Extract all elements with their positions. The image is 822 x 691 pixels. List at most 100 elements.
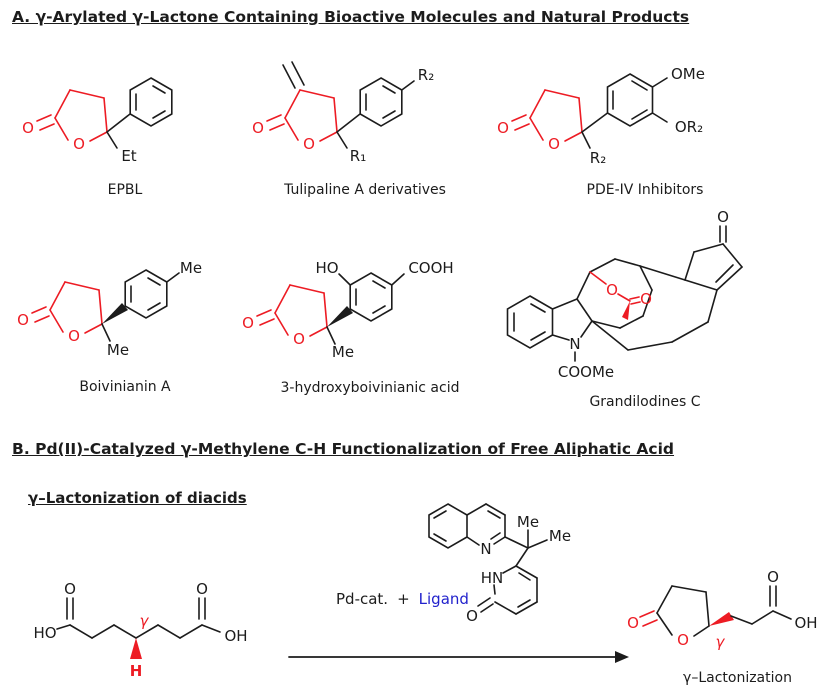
cyclopentenone-ring: O <box>684 208 743 291</box>
ligand-label: Ligand <box>418 590 469 608</box>
molecule-grandilodines: N COOMe O <box>480 202 810 410</box>
gamma-label: γ <box>140 612 150 630</box>
molecule-caption: EPBL <box>107 182 143 198</box>
atom-label-carbonyl-o: O <box>242 314 254 332</box>
atom-label-oh: OH <box>794 614 817 632</box>
substituents: R₂ OMe OR₂ <box>581 65 705 167</box>
pdeiv-structure: O O R₂ OMe OR₂ <box>497 65 705 167</box>
section-a-heading: A. γ-Arylated γ-Lactone Containing Bioac… <box>12 8 690 26</box>
molecule-boivinianin: O O Me Me Boivinianin A <box>10 240 240 395</box>
tulipaline-structure: O O R₁ R₂ <box>252 61 434 165</box>
atom-label-ring-o: O <box>73 135 85 153</box>
molecule-pdeiv: O O R₂ OMe OR₂ PDE-IV Inhibitors <box>490 48 800 198</box>
atom-label-ho: HO <box>33 624 56 642</box>
lactone-ring: O O <box>252 89 338 153</box>
substituent-label-coome: COOMe <box>558 363 614 381</box>
substituent-label-me: Me <box>332 343 354 361</box>
atom-label-carbonyl-o: O <box>252 119 264 137</box>
molecule-tulipaline: O O R₁ R₂ Tulipaline A derivatives <box>245 48 485 198</box>
diacid-structure: HO O γ H O OH <box>33 580 247 680</box>
red-wedge-bond <box>709 612 734 626</box>
product-structure: O O γ O OH <box>627 568 818 651</box>
atom-label-o-right: O <box>196 580 208 598</box>
atom-label-pyridone-o: O <box>466 607 478 625</box>
atom-label-carbonyl-o: O <box>497 119 509 137</box>
product-caption: γ–Lactonization <box>683 670 792 686</box>
substituent-label-or2: OR₂ <box>675 118 703 136</box>
molecule-caption: Boivinianin A <box>79 379 171 395</box>
red-wedge-bond <box>622 301 630 320</box>
atom-label-ring-o: O <box>68 327 80 345</box>
atom-label-ring-o: O <box>293 330 305 348</box>
atom-label-carbonyl-o: O <box>17 311 29 329</box>
substituent-label-ome: OMe <box>671 65 705 83</box>
substituents: HO COOH Me <box>315 259 453 361</box>
atom-label-o-left: O <box>64 580 76 598</box>
atom-label-quinoline-n: N <box>480 540 491 558</box>
methylene-group <box>282 61 305 89</box>
ligand-structure-container: N Me Me HN O <box>400 478 610 638</box>
grandilodines-structure: N COOMe O <box>506 208 743 381</box>
pyridone-ring: HN O <box>466 565 538 625</box>
substituents: Et <box>106 77 173 165</box>
acid-side-chain: O OH <box>730 568 818 632</box>
atom-label-ring-o: O <box>548 135 560 153</box>
indoline-core: N COOMe <box>506 295 614 381</box>
ligand-structure: N Me Me HN O <box>428 503 571 625</box>
lactone-ring: O O γ <box>627 585 734 651</box>
atom-label-carbonyl-o: O <box>22 119 34 137</box>
red-wedge-bond <box>130 638 142 659</box>
molecule-epbl: O O Et EPBL <box>15 48 235 198</box>
substituent-label-r1: R₁ <box>350 147 366 165</box>
wedge-bond <box>102 303 128 324</box>
substituent-label-me-top: Me <box>517 513 539 531</box>
substituent-label-me-para: Me <box>180 259 202 277</box>
substituents: R₁ R₂ <box>336 66 434 165</box>
atom-label-ring-o: O <box>677 631 689 649</box>
substituent-label-ho: HO <box>315 259 338 277</box>
reaction-arrow <box>288 651 629 663</box>
substituent-label-et: Et <box>121 147 136 165</box>
substituent-label-me-right: Me <box>549 527 571 545</box>
atom-label-acid-o: O <box>767 568 779 586</box>
lactone-ring: O O <box>17 281 103 345</box>
atom-label-h: H <box>130 662 143 680</box>
section-b-heading: B. Pd(II)-Catalyzed γ-Methylene C-H Func… <box>12 440 675 458</box>
boivinianin-structure: O O Me Me <box>17 259 202 359</box>
molecule-caption: PDE-IV Inhibitors <box>586 182 704 198</box>
molecule-hydroxyboivinianic: O O HO COOH Me 3-hydroxyboivinianic acid <box>235 228 505 396</box>
epbl-structure: O O Et <box>22 77 173 165</box>
substituent-label-cooh: COOH <box>408 259 453 277</box>
plus-sign: + <box>397 590 410 608</box>
substituent-label-me: Me <box>107 341 129 359</box>
atom-label-n: N <box>569 335 580 353</box>
lactone-ring: O O <box>497 89 583 153</box>
reagent-conditions: Pd-cat. + Ligand <box>336 590 469 608</box>
phenyl-ring <box>129 77 173 127</box>
molecule-caption: Grandilodines C <box>589 394 701 410</box>
gem-dimethyl-group: Me Me <box>504 513 571 567</box>
substituents: Me Me <box>101 259 202 359</box>
product-structure-container: O O γ O OH <box>622 558 822 676</box>
atom-label-hn: HN <box>481 569 504 587</box>
lactone-ring: O O <box>242 284 328 348</box>
substituent-label-r2: R₂ <box>418 66 434 84</box>
substituent-label-r2: R₂ <box>590 149 606 167</box>
atom-label-ketone-o: O <box>717 208 729 226</box>
wedge-bond <box>327 306 353 327</box>
atom-label-lactone-o2: O <box>640 290 652 308</box>
atom-label-oh: OH <box>224 627 247 645</box>
atom-label-lactone-o1: O <box>606 281 618 299</box>
lactone-ring: O O <box>22 89 108 153</box>
diacid-substrate: HO O γ H O OH <box>25 555 275 685</box>
atom-label-carbonyl-o: O <box>627 614 639 632</box>
lactone-bridge: O O <box>589 271 652 320</box>
pd-cat-label: Pd-cat. <box>336 590 389 608</box>
cage-rings <box>576 258 718 351</box>
quinoline-ring: N <box>428 503 506 558</box>
lactonization-subheading: γ–Lactonization of diacids <box>28 489 247 507</box>
molecule-caption: 3-hydroxyboivinianic acid <box>280 380 460 396</box>
atom-label-ring-o: O <box>303 135 315 153</box>
hydroxyboivinianic-structure: O O HO COOH Me <box>242 259 454 361</box>
